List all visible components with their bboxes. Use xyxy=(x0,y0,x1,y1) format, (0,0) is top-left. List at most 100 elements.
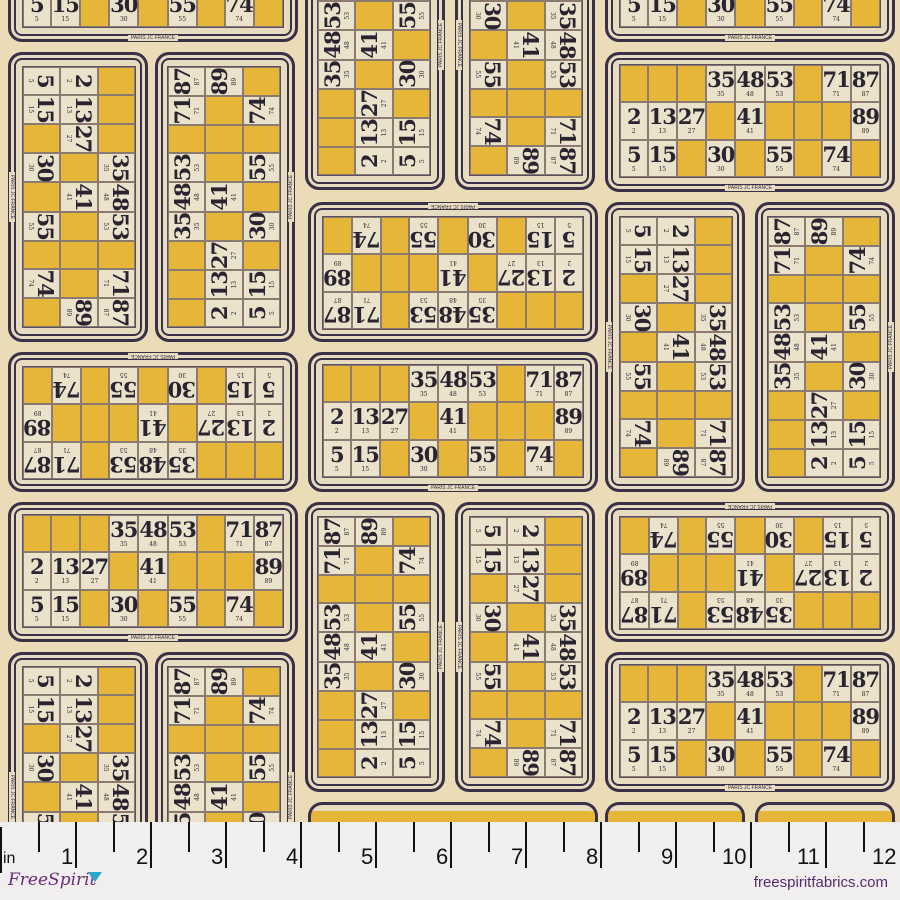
card-cell xyxy=(205,696,243,726)
card-cell xyxy=(318,749,356,777)
card-cell xyxy=(392,632,430,662)
card-cell xyxy=(768,390,806,421)
card-cell xyxy=(323,217,353,255)
card-cell xyxy=(138,589,168,627)
card-cell xyxy=(694,217,732,245)
card-cell xyxy=(138,367,168,405)
card-cell xyxy=(852,591,880,629)
card-cell xyxy=(350,365,380,403)
card-cell xyxy=(60,211,98,241)
card-cell xyxy=(706,702,736,740)
card-cell xyxy=(167,404,197,442)
card-cell xyxy=(392,30,430,60)
bingo-card: 3535484853537171878722131327274141898955… xyxy=(455,0,595,190)
card-cell xyxy=(706,554,736,592)
card-cell xyxy=(81,441,110,479)
freespirit-logo: FreeSpirit xyxy=(8,870,97,890)
card-cell xyxy=(205,211,243,241)
ruler-number: 9 xyxy=(661,844,674,869)
card-cell xyxy=(470,30,508,60)
card-cell xyxy=(205,96,243,126)
card-cell xyxy=(694,273,732,304)
card-cell xyxy=(735,517,765,555)
card-footer: PARIS JC FRANCE xyxy=(438,19,444,71)
card-footer: PARIS JC FRANCE xyxy=(456,19,462,71)
bingo-card: 3535484853537171878722131327274141898955… xyxy=(8,0,298,42)
card-cell xyxy=(553,439,583,477)
ruler-tick xyxy=(562,822,565,852)
card-cell xyxy=(620,65,648,103)
ruler-tick xyxy=(525,822,527,868)
bingo-card-edge xyxy=(755,802,895,822)
ruler-number: 11 xyxy=(797,844,820,869)
card-footer: PARIS JC FRANCE xyxy=(127,353,179,359)
card-cell xyxy=(678,591,707,629)
ruler-tick xyxy=(150,822,152,868)
logo-triangle-icon xyxy=(88,872,102,882)
card-cell xyxy=(168,725,206,754)
card-cell xyxy=(318,575,356,604)
card-cell xyxy=(793,517,824,555)
card-cell xyxy=(79,0,110,27)
card-cell xyxy=(168,125,206,154)
card-cell xyxy=(821,102,851,140)
ruler-number: 5 xyxy=(361,844,374,869)
card-footer: PARIS JC FRANCE xyxy=(427,203,479,209)
card-cell xyxy=(657,361,695,391)
card-cell xyxy=(97,123,135,154)
